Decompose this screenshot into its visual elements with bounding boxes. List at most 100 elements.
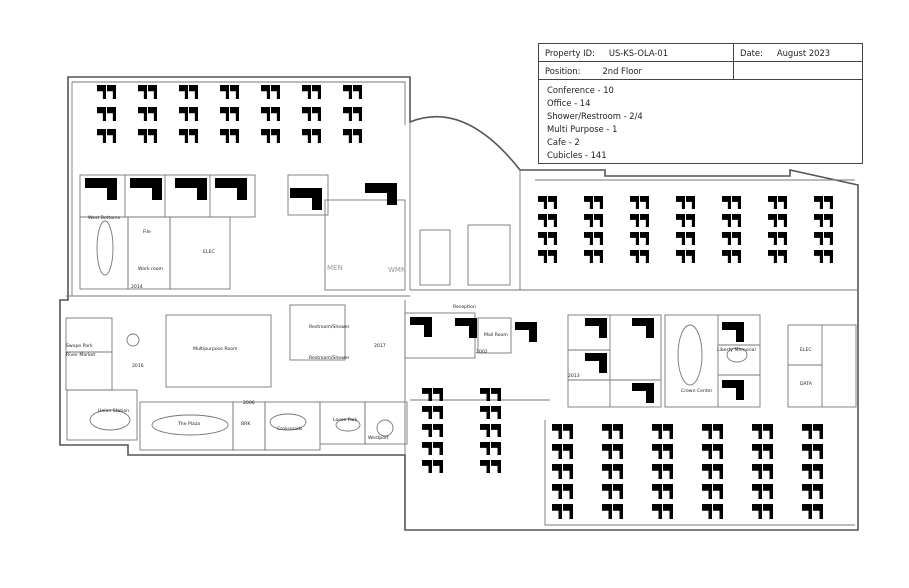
cubicle [630,232,639,245]
cubicle [138,85,147,99]
office-desk [410,317,432,337]
cubicle [563,504,573,519]
cubicle [179,129,188,143]
cubicle [491,460,501,473]
cubicle [548,250,557,263]
cubicle [652,444,662,459]
cubicle [563,484,573,499]
cubicle [230,85,239,99]
cubicle [768,232,777,245]
cubicle [702,464,712,479]
property-id-value: US-KS-OLA-01 [608,47,669,58]
cubicle [640,214,649,227]
room-label-westport: Westport [368,435,389,441]
cubicle [722,232,731,245]
room-label-swope-park: Swope Park [66,343,93,349]
cubicle [312,129,321,143]
cubicle [552,504,562,519]
cubicle [107,85,116,99]
cubicle [713,464,723,479]
room-label-restroom-shower-1: Restroom/Shower [309,324,350,330]
room-label-file: File [143,229,151,235]
cubicle [594,196,603,209]
cubicle [220,129,229,143]
office-desk [585,318,607,338]
cubicle [433,388,443,401]
office-desk [722,380,744,400]
office-desk [365,183,397,205]
cubicle [814,232,823,245]
cubicle [630,196,639,209]
cubicle [713,504,723,519]
cubicle [763,424,773,439]
cubicle [179,107,188,121]
cubicle [353,85,362,99]
room-label-restroom-shower-2: Restroom/Shower [309,355,350,361]
cubicle [422,388,432,401]
cubicle [563,464,573,479]
cubicle [778,232,787,245]
cubicle [97,107,106,121]
cubicle [189,129,198,143]
cubicle [763,444,773,459]
cubicle [548,196,557,209]
cubicle [824,250,833,263]
room-label-multipurpose: Multipurpose Room [193,346,238,352]
cubicle [814,214,823,227]
cubicle [813,424,823,439]
room-label-crossroads: Crossroads [277,426,303,432]
cubicle [491,406,501,419]
cubicle [663,504,673,519]
cubicle [584,214,593,227]
cubicle [353,107,362,121]
cubicle [302,129,311,143]
cubicle [422,442,432,455]
cubicle [552,424,562,439]
cubicle [261,85,270,99]
cubicle [686,232,695,245]
cubicle [220,85,229,99]
cubicle [752,444,762,459]
cubicle [261,129,270,143]
cubicle [148,107,157,121]
cubicle [548,214,557,227]
cubicle [480,424,490,437]
cubicle [824,214,833,227]
cubicle [752,504,762,519]
cubicle [563,444,573,459]
room-number-2014: 2014 [131,284,143,290]
office-desk [632,383,654,403]
cubicle [480,442,490,455]
cubicle [538,232,547,245]
cubicle [584,196,593,209]
cubicle [778,250,787,263]
cubicle [752,484,762,499]
cubicle [433,424,443,437]
cubicle [676,232,685,245]
cubicle [302,85,311,99]
cubicle [107,129,116,143]
cubicle [563,424,573,439]
cubicle [480,406,490,419]
cubicle [613,444,623,459]
cubicle [97,85,106,99]
cubicle [652,424,662,439]
room-label-river-market: River Market [66,352,95,358]
room-labels: West Bottoms File Work room ELEC MEN WMN… [66,215,813,441]
room-label-the-plaza: The Plaza [177,421,200,427]
room-label-crown-center: Crown Center [681,388,713,394]
cubicle [584,232,593,245]
cubicle [722,250,731,263]
summary-office: Office - 14 [547,98,591,108]
position-value: 2nd Floor [602,65,642,76]
cubicle [584,250,593,263]
cubicle [663,424,673,439]
cubicle [702,424,712,439]
cubicle [433,442,443,455]
office-desk [455,318,477,338]
cubicle [138,129,147,143]
cubicle [433,460,443,473]
cubicle [230,107,239,121]
cubicle [343,129,352,143]
cubicle [802,444,812,459]
